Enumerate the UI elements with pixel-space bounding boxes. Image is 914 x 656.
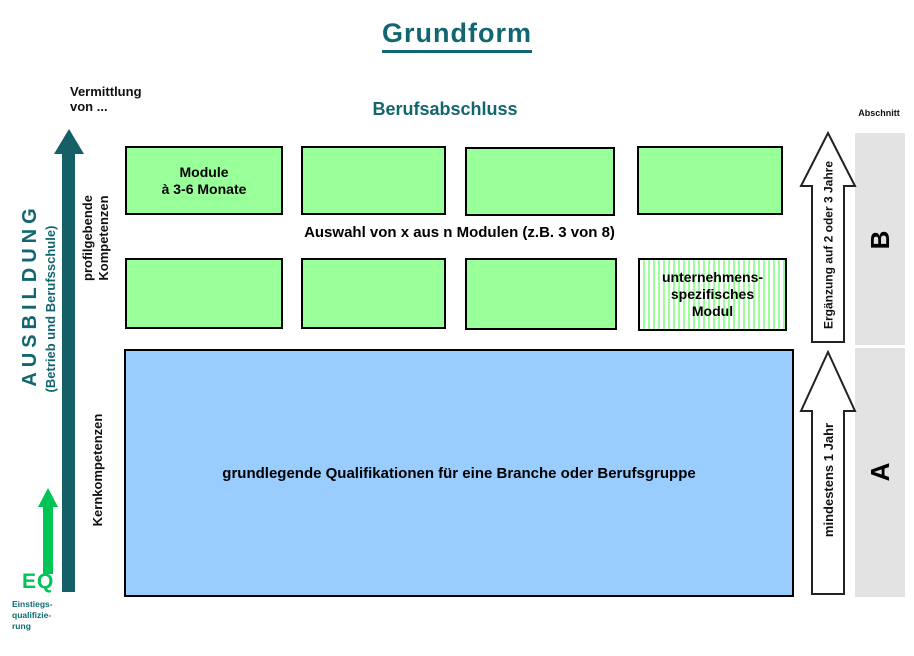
module-box-1-line2: à 3-6 Monate [161,180,247,197]
eq-arrow-head-icon [38,488,58,507]
eq-caption-line2: qualifizie- [12,610,52,620]
eq-caption-line3: rung [12,621,31,631]
section-b-label: B [864,230,895,250]
core-qualifications-box: grundlegende Qualifikationen für eine Br… [124,349,794,597]
abschnitt-heading: Abschnitt [858,108,900,118]
module-box-7 [465,258,617,330]
mindestens-arrow-label: mindestens 1 Jahr [820,422,836,538]
profil-line1: profilgebende [80,195,95,281]
ausbildung-arrow-head-icon [54,129,84,154]
kernkompetenzen-label: Kernkompetenzen [89,413,105,527]
vermittlung-line2: von ... [70,99,108,114]
ausbildung-sub-label: (Betrieb und Berufsschule) [42,225,58,393]
vermittlung-label: Vermittlung von ... [70,84,142,114]
page-title: Grundform [382,18,532,53]
vermittlung-line1: Vermittlung [70,84,142,99]
module-box-3 [465,147,615,216]
section-a-box [855,348,905,597]
company-module-line3: Modul [691,303,734,319]
module-box-2 [301,146,446,215]
company-specific-module-box: unternehmens- spezifisches Modul [638,258,787,331]
module-box-1: Module à 3-6 Monate [125,146,283,215]
ergaenzung-arrow-label: Ergänzung auf 2 oder 3 Jahre [821,160,836,330]
ergaenzung-arrow-icon [799,131,857,343]
module-box-1-line1: Module [179,163,229,180]
page-title-wrap: Grundform [0,18,914,53]
mindestens-arrow-icon [799,350,857,595]
eq-caption-line1: Einstiegs- [12,599,53,609]
section-b-box [855,133,905,345]
module-box-6 [301,258,446,329]
module-box-5 [125,258,283,329]
core-qualifications-label: grundlegende Qualifikationen für eine Br… [222,464,696,482]
berufsabschluss-heading: Berufsabschluss [372,99,518,119]
eq-caption: Einstiegs- qualifizie- rung [12,599,53,632]
ausbildung-arrow-shaft [62,152,75,592]
module-box-4 [637,146,783,215]
eq-label: EQ [22,570,55,593]
company-module-line1: unternehmens- [661,269,764,285]
profilgebende-kompetenzen-label: profilgebende Kompetenzen [79,167,113,309]
section-a-label: A [864,462,895,482]
company-module-line2: spezifisches [670,286,755,302]
profil-line2: Kompetenzen [96,195,111,281]
auswahl-label: Auswahl von x aus n Modulen (z.B. 3 von … [304,224,615,241]
eq-arrow-shaft [43,506,53,574]
ausbildung-label: AUSBILDUNG [18,203,41,387]
